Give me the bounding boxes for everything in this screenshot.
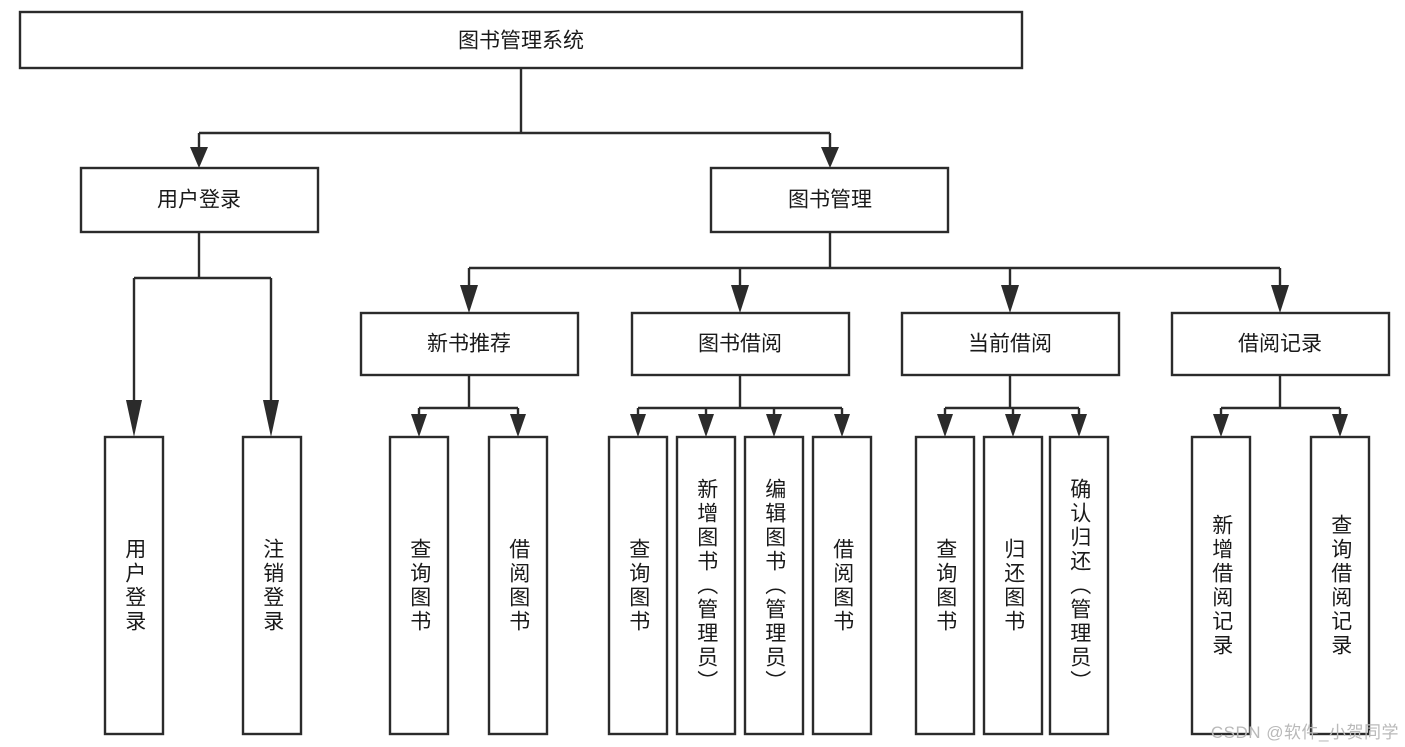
leaf-label-logout: 注销登录: [260, 537, 284, 634]
arrowhead-bb-leaf3: [766, 414, 782, 437]
watermark-text: CSDN @软件_小贺同学: [1210, 723, 1399, 742]
connector-group-new-book: [411, 375, 526, 437]
leaf-box-user-login[interactable]: [103, 435, 165, 736]
node-book-borrow-box[interactable]: [630, 311, 851, 377]
arrowhead-nb-leaf2: [510, 414, 526, 437]
arrowhead-bb-leaf1: [630, 414, 646, 437]
leaf-box-bb-add[interactable]: [675, 435, 737, 736]
connector-group-borrow-record: [1213, 375, 1348, 437]
leaf-box-logout[interactable]: [241, 435, 303, 736]
arrowhead-bb-leaf2: [698, 414, 714, 437]
arrowhead-cb-leaf3: [1071, 414, 1087, 437]
connector-group-book-borrow: [630, 375, 850, 437]
arrowhead-cb-leaf2: [1005, 414, 1021, 437]
leaf-label-cb-confirm: 确认归还（管理员）: [1067, 477, 1091, 694]
leaf-label-nb-query: 查询图书: [407, 537, 431, 634]
arrowhead-book-mgmt: [821, 147, 839, 168]
leaf-box-br-query[interactable]: [1309, 435, 1371, 736]
leaf-box-cb-return[interactable]: [982, 435, 1044, 736]
leaf-label-br-add: 新增借阅记录: [1209, 513, 1233, 658]
node-root-label: 图书管理系统: [458, 30, 584, 53]
node-new-book-label: 新书推荐: [427, 333, 511, 356]
leaf-box-cb-confirm[interactable]: [1048, 435, 1110, 736]
node-borrow-record-label: 借阅记录: [1238, 333, 1322, 356]
connector-group-user-login: [126, 232, 279, 437]
arrowhead-leaf-user-login: [126, 400, 142, 437]
node-user-login-label: 用户登录: [157, 189, 241, 212]
node-book-mgmt-label: 图书管理: [788, 189, 872, 212]
node-borrow-record-box[interactable]: [1170, 311, 1391, 377]
leaf-label-cb-query: 查询图书: [933, 537, 957, 634]
node-book-borrow-label: 图书借阅: [698, 333, 782, 356]
arrowhead-br-leaf2: [1332, 414, 1348, 437]
leaf-label-bb-edit: 编辑图书（管理员）: [762, 477, 786, 694]
arrowhead-bb-leaf4: [834, 414, 850, 437]
node-user-login-box[interactable]: [79, 166, 320, 234]
node-new-book-box[interactable]: [359, 311, 580, 377]
arrowhead-br-leaf1: [1213, 414, 1229, 437]
node-book-mgmt-box[interactable]: [709, 166, 950, 234]
leaf-label-bb-add: 新增图书（管理员）: [694, 477, 718, 694]
leaf-label-cb-return: 归还图书: [1001, 537, 1025, 634]
arrowhead-borrow-record: [1271, 285, 1289, 313]
arrowhead-book-borrow: [731, 285, 749, 313]
arrowhead-cb-leaf1: [937, 414, 953, 437]
arrowhead-user-login: [190, 147, 208, 168]
connector-group-book-mgmt: [460, 232, 1289, 313]
node-root-box[interactable]: [18, 10, 1024, 70]
leaf-label-user-login: 用户登录: [122, 537, 146, 634]
leaf-box-bb-query[interactable]: [607, 435, 669, 736]
leaf-box-cb-query[interactable]: [914, 435, 976, 736]
leaf-label-bb-borrow: 借阅图书: [830, 537, 854, 634]
connector-group-root: [190, 68, 839, 168]
leaf-box-nb-query[interactable]: [388, 435, 450, 736]
connector-group-current-borrow: [937, 375, 1087, 437]
node-current-borrow-label: 当前借阅: [968, 333, 1052, 356]
arrowhead-leaf-logout: [263, 400, 279, 437]
leaf-box-nb-borrow[interactable]: [487, 435, 549, 736]
leaf-label-bb-query: 查询图书: [626, 537, 650, 634]
arrowhead-current-borrow: [1001, 285, 1019, 313]
leaf-box-bb-borrow[interactable]: [811, 435, 873, 736]
arrowhead-nb-leaf1: [411, 414, 427, 437]
leaf-box-br-add[interactable]: [1190, 435, 1252, 736]
leaf-label-nb-borrow: 借阅图书: [506, 537, 530, 634]
leaf-label-br-query: 查询借阅记录: [1328, 513, 1352, 658]
arrowhead-new-book: [460, 285, 478, 313]
node-current-borrow-box[interactable]: [900, 311, 1121, 377]
leaf-box-bb-edit[interactable]: [743, 435, 805, 736]
